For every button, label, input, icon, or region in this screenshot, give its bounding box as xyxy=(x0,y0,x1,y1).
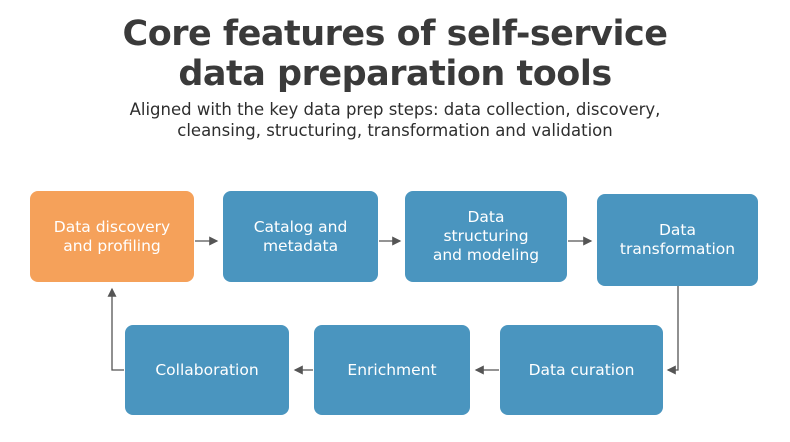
step-data-structuring-modeling: Data structuring and modeling xyxy=(405,191,567,282)
step-label: Collaboration xyxy=(155,360,259,379)
step-label: Data transformation xyxy=(619,221,736,258)
title-line-1: Core features of self-service xyxy=(122,14,668,54)
step-catalog-metadata: Catalog and metadata xyxy=(223,191,378,282)
step-data-curation: Data curation xyxy=(500,325,663,415)
subtitle-line-2: cleansing, structuring, transformation a… xyxy=(177,121,613,140)
subtitle: Aligned with the key data prep steps: da… xyxy=(0,99,790,141)
step-label: Data discovery and profiling xyxy=(53,217,171,255)
step-data-transformation: Data transformation xyxy=(597,194,758,286)
subtitle-line-1: Aligned with the key data prep steps: da… xyxy=(129,100,661,119)
step-label: Enrichment xyxy=(347,360,437,379)
step-label: Catalog and metadata xyxy=(253,217,348,255)
page-title: Core features of self-service data prepa… xyxy=(0,14,790,94)
step-data-discovery-profiling: Data discovery and profiling xyxy=(30,191,194,282)
step-enrichment: Enrichment xyxy=(314,325,470,415)
step-label: Data structuring and modeling xyxy=(432,208,540,264)
step-label: Data curation xyxy=(528,360,635,379)
arrow-7-1 xyxy=(107,287,124,371)
arrow-4-5 xyxy=(666,286,679,375)
title-line-2: data preparation tools xyxy=(178,54,612,94)
step-collaboration: Collaboration xyxy=(125,325,289,415)
